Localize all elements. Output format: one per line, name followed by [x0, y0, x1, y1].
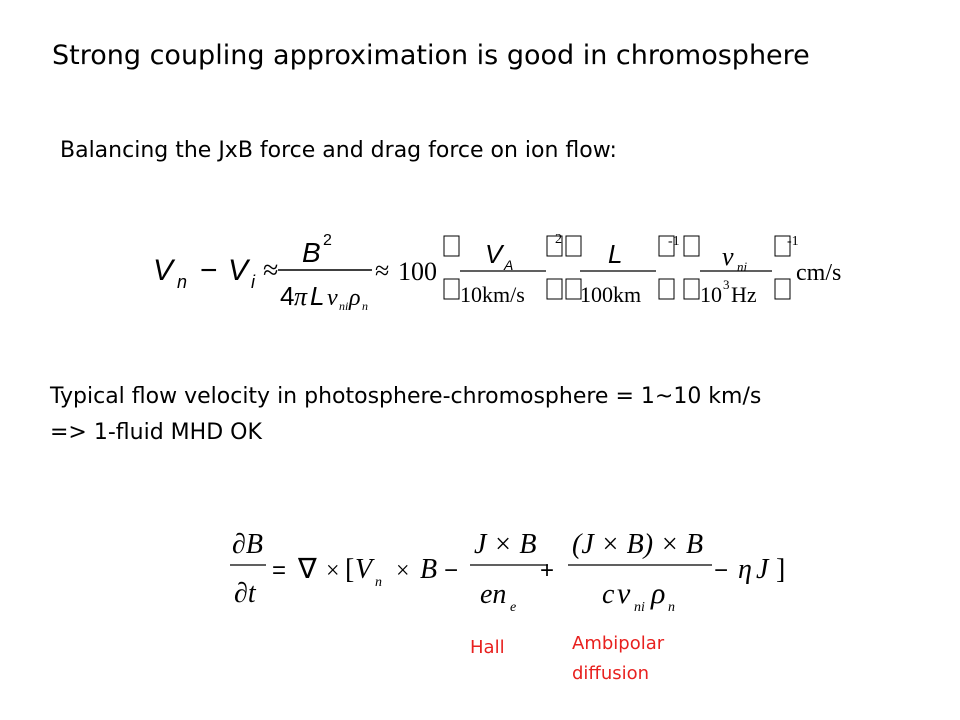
eq2-eta: η [738, 554, 752, 585]
eq1-f2-den: 100km [580, 282, 641, 307]
eq1-f1-left-glyph-top [443, 235, 460, 257]
eq1-f2-exp: -1 [668, 234, 680, 249]
eq1-f3-den-b: Hz [731, 282, 757, 307]
eq2-hall-num: J × B [474, 529, 536, 560]
eq1-f3-right-glyph-top [774, 235, 791, 257]
eq1-f2-right-glyph-top [658, 235, 675, 257]
eq1-num-exp: 2 [323, 232, 332, 249]
eq2-times-2: × [396, 558, 410, 584]
eq1-den-n: n [362, 299, 368, 313]
eq2-right-bracket: ] [776, 554, 785, 585]
eq2-amb-num: (J × B) × B [572, 529, 703, 560]
mhd-ok-line: => 1-fluid MHD OK [50, 420, 262, 445]
eq2-amb-den-ni: ni [634, 600, 645, 615]
eq2-dB: ∂B [232, 529, 263, 560]
eq1-f3-left-glyph-top [683, 235, 700, 257]
eq1-f3-left-glyph-bottom [683, 278, 700, 300]
eq2-amb-den-c: c [602, 579, 615, 610]
eq1-num-b: B [302, 237, 321, 268]
eq1-vi: V [228, 254, 251, 287]
eq2-left-bracket: [ [345, 554, 354, 585]
eq1-f3-exp: -1 [787, 234, 799, 249]
eq1-approx-2: ≈ [375, 256, 389, 285]
eq1-f3-num: ν [722, 242, 734, 271]
eq1-f2-left-glyph-top [565, 235, 582, 257]
ambipolar-label: Ambipolar diffusion [572, 633, 665, 684]
eq2-v: V [355, 554, 375, 585]
eq2-minus-2: − [714, 557, 728, 584]
eq1-f3-den-a: 10 [700, 282, 722, 307]
eq2-b: B [420, 554, 437, 585]
eq2-amb-den-n: n [668, 600, 675, 615]
eq2-j: J [756, 554, 770, 585]
slide-subtitle: Balancing the JxB force and drag force o… [60, 138, 617, 163]
eq1-den-pi: π [294, 282, 308, 311]
eq1-den-rho: ρ [348, 285, 361, 311]
eq1-f1-den: 10km/s [460, 282, 525, 307]
eq2-hall-den-sub: e [510, 600, 516, 615]
eq2-plus: + [540, 557, 554, 584]
eq1-den-ni: ni [339, 299, 348, 313]
eq1-f1-num: V [485, 239, 505, 269]
eq1-f3-right-glyph-bottom [774, 278, 791, 300]
hall-label: Hall [470, 637, 505, 658]
eq2-minus-1: − [444, 557, 458, 584]
eq1-f2-left-glyph-bottom [565, 278, 582, 300]
eq2-amb-den-nu: ν [617, 577, 631, 610]
eq1-f1-right-glyph-top [546, 235, 563, 257]
eq2-times-1: × [326, 558, 340, 584]
eq1-vn: V [153, 254, 176, 287]
eq1-den-nu: ν [327, 285, 338, 311]
eq1-vn-sub: n [177, 272, 187, 292]
eq1-approx: ≈ [263, 255, 278, 286]
slide-title: Strong coupling approximation is good in… [52, 40, 810, 71]
eq1-f3-num-sub: ni [737, 259, 748, 274]
eq1-f1-right-glyph-bottom [546, 278, 563, 300]
eq1-f2-num: L [608, 239, 622, 269]
eq1-coef: 100 [398, 257, 437, 286]
eq2-dt: ∂t [234, 578, 257, 609]
eq1-den-4: 4 [280, 281, 294, 311]
typical-velocity-line: Typical flow velocity in photosphere-chr… [50, 384, 762, 409]
eq1-f1-left-glyph-bottom [443, 278, 460, 300]
eq1-den-l: L [310, 281, 324, 311]
eq2-hall-den: en [480, 579, 506, 610]
eq2-equals: = [272, 557, 286, 584]
eq1-f3-den-exp: 3 [723, 277, 730, 292]
eq2-amb-den-rho: ρ [650, 577, 665, 610]
eq1-minus: − [200, 254, 218, 287]
eq1-unit: cm/s [796, 260, 841, 286]
eq1-f2-right-glyph-bottom [658, 278, 675, 300]
eq1-vi-sub: i [251, 272, 256, 292]
eq2-v-sub: n [375, 575, 382, 590]
eq2-nabla: ∇ [297, 554, 317, 585]
eq1-f1-exp: 2 [555, 232, 562, 247]
eq1-f1-num-sub: A [503, 257, 513, 273]
